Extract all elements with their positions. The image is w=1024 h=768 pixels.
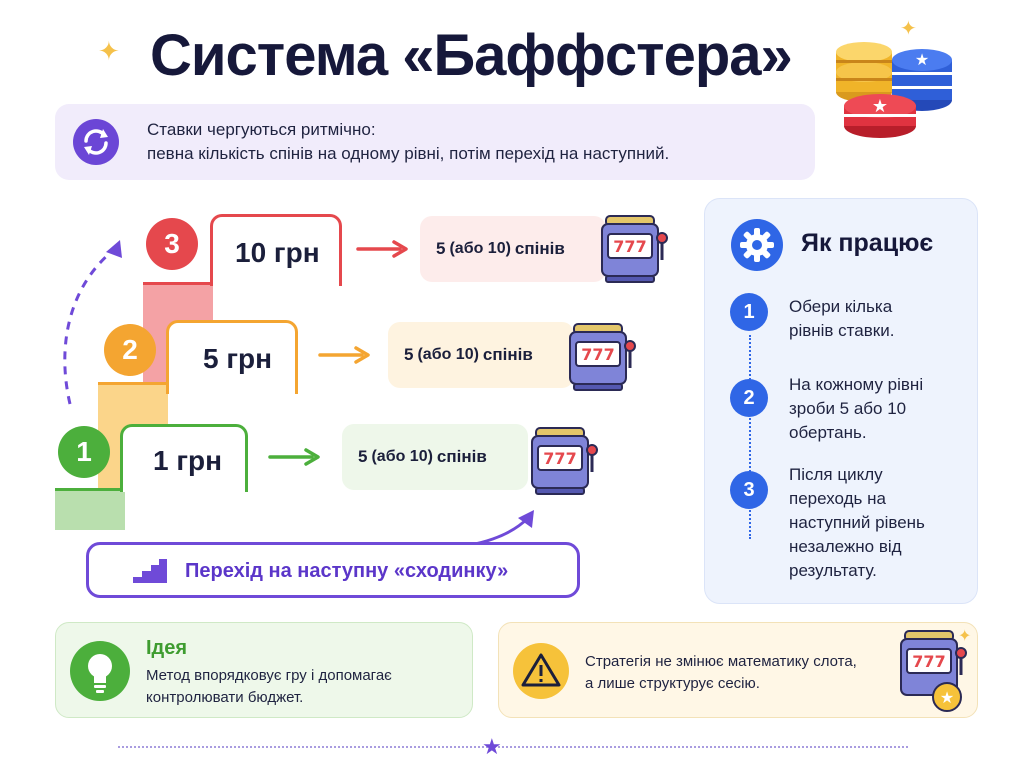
spins-count: 5 bbox=[436, 239, 446, 258]
idea-card: Ідея Метод впорядковує гру і допомагає к… bbox=[55, 622, 473, 718]
stairs-icon bbox=[133, 559, 167, 583]
stair-base-green bbox=[55, 488, 125, 530]
spins-word: спінів bbox=[482, 345, 533, 364]
spins-word: спінів bbox=[514, 239, 565, 258]
warning-line-1: Стратегія не змінює математику слота, bbox=[585, 653, 857, 670]
idea-line-2: контролювати бюджет. bbox=[146, 689, 304, 706]
transition-label: Перехід на наступну «сходинку» bbox=[185, 560, 509, 582]
arrow-right-icon bbox=[268, 448, 320, 466]
level-3-badge: 3 bbox=[146, 218, 198, 270]
spins-word: спінів bbox=[436, 447, 487, 466]
spins-alt: (або 10) bbox=[417, 346, 479, 363]
level-2-bet: 5 грн bbox=[203, 343, 273, 374]
how-step-2: На кожному рівні зроби 5 або 10 обертань… bbox=[789, 375, 924, 442]
level-3-bet: 10 грн bbox=[235, 237, 320, 268]
gear-icon bbox=[731, 219, 783, 271]
level-3-result: 5 (або 10) спінів bbox=[420, 216, 606, 282]
arrow-right-icon bbox=[356, 240, 408, 258]
warning-card: Стратегія не змінює математику слота, а … bbox=[498, 622, 978, 718]
slot-machine-coin-icon: 777 ★ bbox=[900, 630, 967, 712]
warning-line-2: а лише структурує сесію. bbox=[585, 675, 760, 692]
page-title: Система «Баффстера» bbox=[150, 23, 793, 88]
svg-text:777: 777 bbox=[581, 345, 614, 364]
step-number: 3 bbox=[730, 471, 768, 509]
level-1-box: 1 грн bbox=[120, 424, 248, 492]
svg-text:★: ★ bbox=[915, 50, 929, 69]
svg-text:★: ★ bbox=[940, 688, 954, 707]
cycle-icon bbox=[73, 119, 119, 165]
how-it-works-title: Як працює bbox=[801, 229, 934, 257]
warning-icon bbox=[513, 643, 569, 699]
svg-text:777: 777 bbox=[543, 449, 576, 468]
svg-text:777: 777 bbox=[912, 652, 945, 671]
level-1-result: 5 (або 10) спінів bbox=[342, 424, 528, 490]
slot-machine-icon: 777 bbox=[569, 323, 636, 391]
intro-line-2: певна кількість спінів на одному рівні, … bbox=[147, 144, 670, 163]
how-step-3: Після циклу переходь на наступний рівень… bbox=[789, 465, 925, 580]
transition-label-box: Перехід на наступну «сходинку» bbox=[86, 542, 580, 598]
level-2-box: 5 грн bbox=[166, 320, 298, 394]
sparkle-icon: ✦ bbox=[98, 36, 120, 66]
svg-text:777: 777 bbox=[613, 237, 646, 256]
spins-count: 5 bbox=[404, 345, 414, 364]
intro-banner: Ставки чергуються ритмічно: певна кількі… bbox=[55, 104, 815, 180]
level-1-badge: 1 bbox=[58, 426, 110, 478]
idea-line-1: Метод впорядковує гру і допомагає bbox=[146, 667, 392, 684]
spins-alt: (або 10) bbox=[371, 448, 433, 465]
sparkle-icon: ✦ bbox=[900, 18, 917, 40]
steps-connector bbox=[749, 335, 751, 539]
footer-divider bbox=[118, 746, 908, 748]
star-icon: ★ bbox=[482, 734, 502, 759]
level-2-badge: 2 bbox=[104, 324, 156, 376]
casino-chips-icon: ★ ★ bbox=[836, 42, 952, 138]
lightbulb-icon bbox=[70, 641, 130, 701]
level-1-bet: 1 грн bbox=[153, 445, 223, 476]
how-step-1: Обери кілька рівнів ставки. bbox=[789, 297, 895, 340]
how-it-works-panel: Як працює 1 Обери кілька рівнів ставки. … bbox=[704, 198, 978, 604]
slot-machine-icon: 777 bbox=[601, 215, 668, 283]
idea-title: Ідея bbox=[146, 637, 188, 659]
spins-alt: (або 10) bbox=[449, 240, 511, 257]
spins-count: 5 bbox=[358, 447, 368, 466]
step-number: 1 bbox=[730, 293, 768, 331]
level-3-box: 10 грн bbox=[210, 214, 342, 286]
level-2-result: 5 (або 10) спінів bbox=[388, 322, 574, 388]
arrow-right-icon bbox=[318, 346, 370, 364]
step-number: 2 bbox=[730, 379, 768, 417]
svg-text:★: ★ bbox=[872, 96, 888, 117]
dashed-up-arrow-icon bbox=[63, 240, 122, 405]
slot-machine-icon: 777 bbox=[531, 427, 598, 495]
intro-line-1: Ставки чергуються ритмічно: bbox=[147, 120, 376, 139]
sparkle-icon: ✦ bbox=[958, 628, 972, 645]
